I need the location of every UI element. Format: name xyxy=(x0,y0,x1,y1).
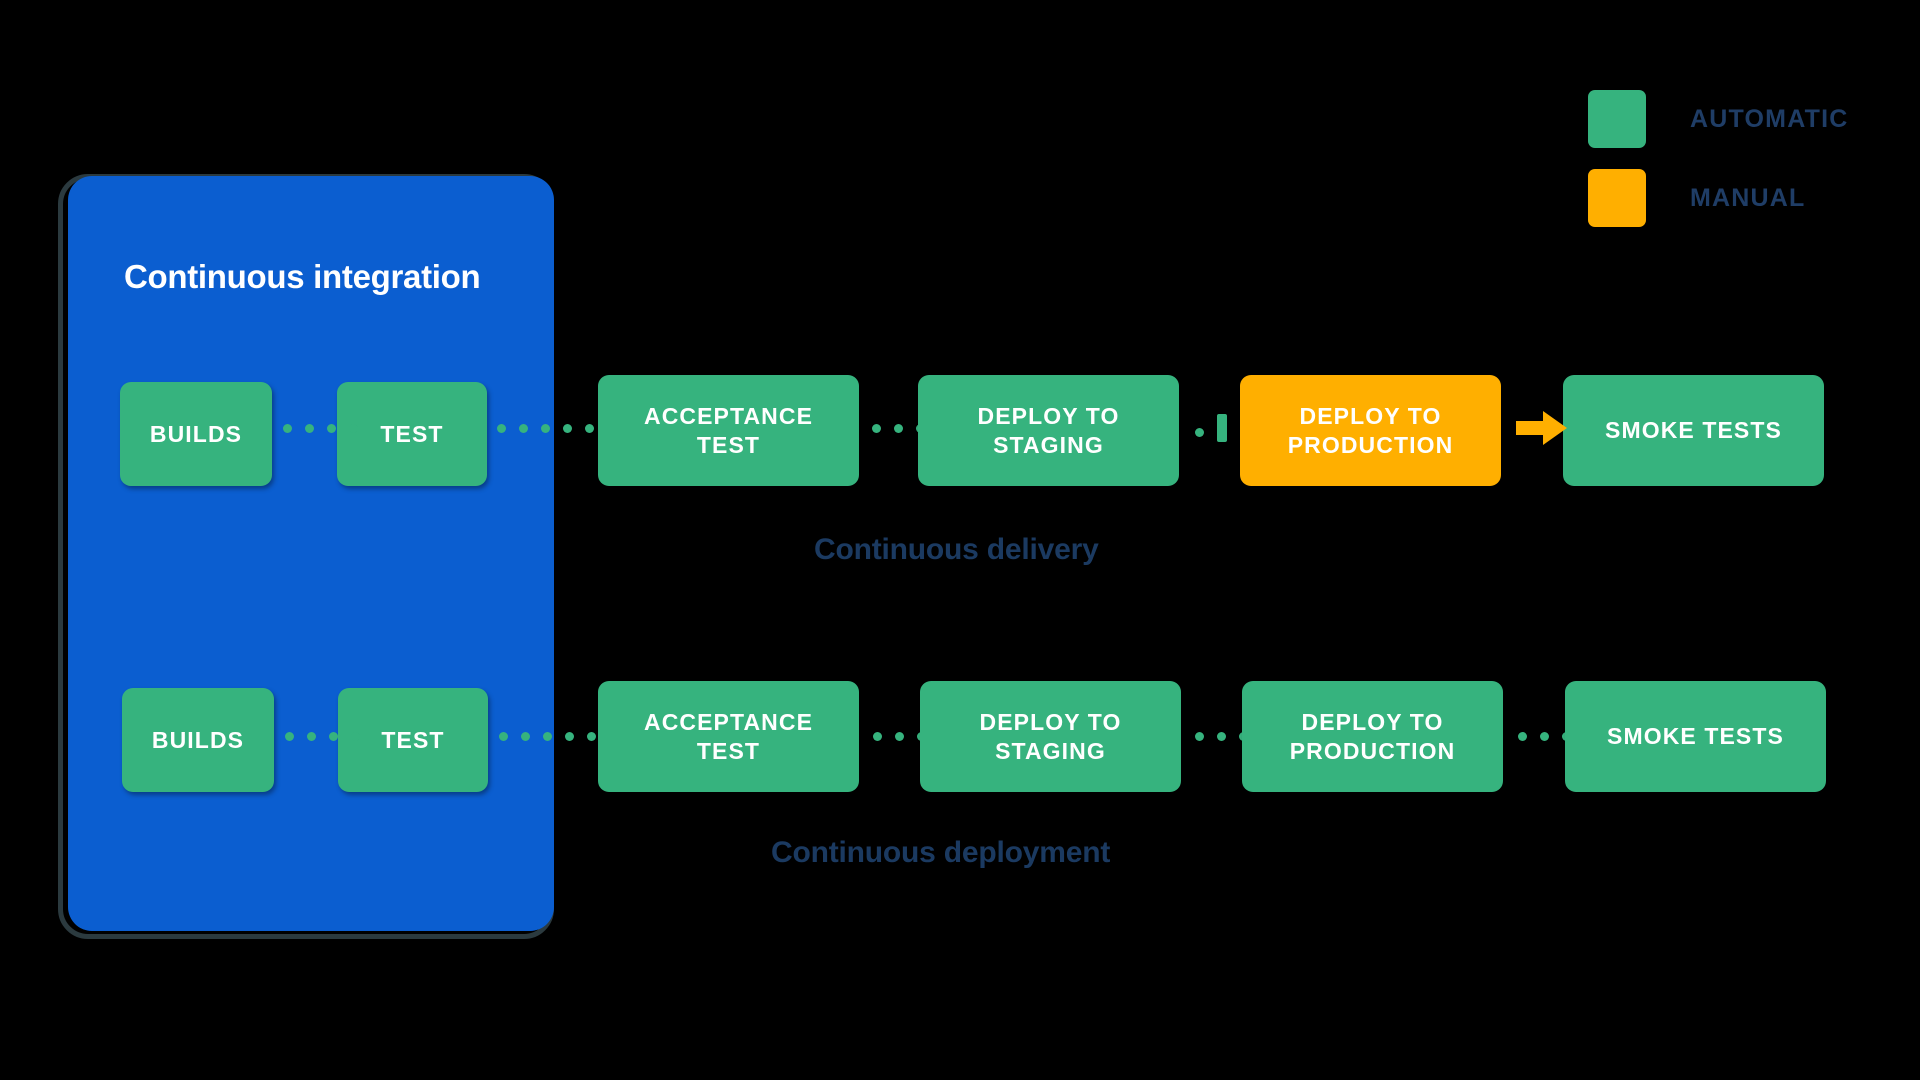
connector-builds-test-bottom xyxy=(285,732,360,741)
connector-staging-production-top xyxy=(1195,414,1227,442)
cdep-stage-deploy-staging-bottom[interactable]: DEPLOY TO STAGING xyxy=(920,681,1181,792)
ci-stage-builds-top[interactable]: BUILDS xyxy=(120,382,272,486)
caption-continuous-delivery: Continuous delivery xyxy=(814,533,1099,566)
connector-production-smoke-bottom xyxy=(1518,732,1571,741)
connector-dot xyxy=(1540,732,1549,741)
connector-test-acceptance-top xyxy=(497,424,594,433)
connector-dot xyxy=(895,732,904,741)
connector-dot xyxy=(872,424,881,433)
stage-label: DEPLOY TO STAGING xyxy=(977,403,1120,458)
connector-dot xyxy=(285,732,294,741)
connector-dot xyxy=(283,424,292,433)
legend-label-manual: MANUAL xyxy=(1690,183,1806,212)
connector-dot xyxy=(351,732,360,741)
connector-test-acceptance-bottom xyxy=(499,732,596,741)
connector-dot xyxy=(497,424,506,433)
stage-label: BUILDS xyxy=(151,726,245,753)
connector-dot-clipped xyxy=(1217,414,1227,442)
cdep-stage-acceptance-test-bottom[interactable]: ACCEPTANCE TEST xyxy=(598,681,859,792)
connector-dot xyxy=(499,732,508,741)
arrow-right-icon xyxy=(1516,411,1567,445)
cd-stage-deploy-production-top[interactable]: DEPLOY TO PRODUCTION xyxy=(1240,375,1501,486)
stage-label: BUILDS xyxy=(149,420,243,447)
cd-stage-smoke-tests-top[interactable]: SMOKE TESTS xyxy=(1563,375,1824,486)
legend-item-automatic: AUTOMATIC xyxy=(1588,90,1848,148)
stage-label: SMOKE TESTS xyxy=(1607,723,1784,750)
ci-stage-test-bottom[interactable]: TEST xyxy=(338,688,488,792)
legend-swatch-manual-icon xyxy=(1588,169,1646,227)
connector-dot xyxy=(894,424,903,433)
connector-dot xyxy=(1217,732,1226,741)
ci-panel xyxy=(68,176,554,931)
ci-stage-test-top[interactable]: TEST xyxy=(337,382,487,486)
connector-dot xyxy=(305,424,314,433)
stage-label: ACCEPTANCE TEST xyxy=(643,709,814,764)
stage-label: TEST xyxy=(380,420,444,447)
ci-panel-title: Continuous integration xyxy=(124,258,481,295)
connector-dot xyxy=(307,732,316,741)
stage-label: TEST xyxy=(381,726,445,753)
stage-label: DEPLOY TO PRODUCTION xyxy=(1287,403,1454,458)
connector-dot xyxy=(329,732,338,741)
stage-label: SMOKE TESTS xyxy=(1605,417,1782,444)
connector-dot xyxy=(585,424,594,433)
cd-stage-acceptance-test-top[interactable]: ACCEPTANCE TEST xyxy=(598,375,859,486)
connector-dot xyxy=(587,732,596,741)
stage-label: DEPLOY TO PRODUCTION xyxy=(1289,709,1456,764)
legend: AUTOMATIC MANUAL xyxy=(1588,90,1848,248)
connector-dot xyxy=(543,732,552,741)
stage-label: ACCEPTANCE TEST xyxy=(643,403,814,458)
connector-dot xyxy=(327,424,336,433)
cdep-stage-smoke-tests-bottom[interactable]: SMOKE TESTS xyxy=(1565,681,1826,792)
connector-acceptance-staging-bottom xyxy=(873,732,926,741)
connector-dot xyxy=(541,424,550,433)
connector-dot xyxy=(563,424,572,433)
connector-dot xyxy=(349,424,358,433)
connector-dot xyxy=(565,732,574,741)
connector-dot xyxy=(521,732,530,741)
legend-swatch-automatic-icon xyxy=(1588,90,1646,148)
cd-stage-deploy-staging-top[interactable]: DEPLOY TO STAGING xyxy=(918,375,1179,486)
legend-label-automatic: AUTOMATIC xyxy=(1690,104,1849,133)
arrow-shaft xyxy=(1516,421,1544,435)
connector-dot xyxy=(519,424,528,433)
connector-dot xyxy=(1195,428,1204,437)
arrow-head xyxy=(1543,411,1567,445)
legend-item-manual: MANUAL xyxy=(1588,169,1848,227)
connector-builds-test-top xyxy=(283,424,358,433)
ci-stage-builds-bottom[interactable]: BUILDS xyxy=(122,688,274,792)
caption-continuous-deployment: Continuous deployment xyxy=(771,836,1111,869)
connector-dot xyxy=(873,732,882,741)
cdep-stage-deploy-production-bottom[interactable]: DEPLOY TO PRODUCTION xyxy=(1242,681,1503,792)
connector-dot xyxy=(1518,732,1527,741)
stage-label: DEPLOY TO STAGING xyxy=(979,709,1122,764)
connector-dot xyxy=(1195,732,1204,741)
connector-staging-production-bottom xyxy=(1195,732,1248,741)
